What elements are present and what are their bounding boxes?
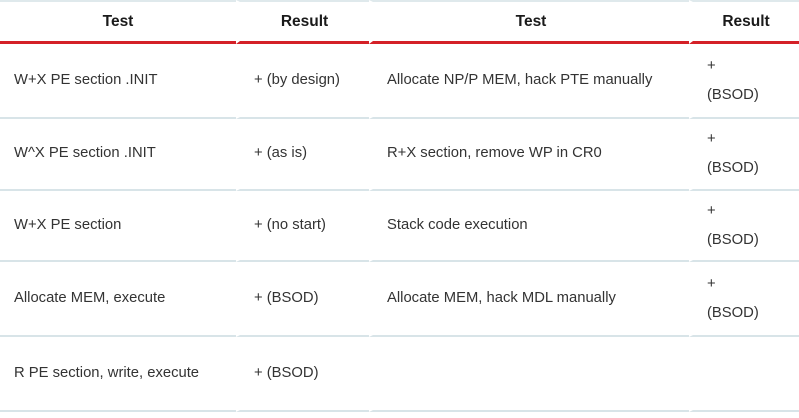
cell-test-right: Allocate NP/P MEM, hack PTE manually [369, 44, 689, 119]
cell-result-left: + (BSOD) [236, 337, 369, 413]
cell-result-right: + (BSOD) [689, 262, 799, 338]
cell-result-right: + (BSOD) [689, 44, 799, 119]
table-row: W^X PE section .INIT + (as is) R+X secti… [0, 119, 799, 191]
cell-test-right: R+X section, remove WP in CR0 [369, 119, 689, 191]
cell-result-left: + (as is) [236, 119, 369, 191]
header-test-left: Test [0, 0, 236, 44]
result-value: + (BSOD) [707, 57, 759, 103]
result-value: + (BSOD) [707, 202, 759, 248]
cell-result-left: + (no start) [236, 190, 369, 263]
cell-result-right: + (BSOD) [689, 190, 799, 263]
cell-result-right [689, 337, 799, 413]
header-result-left: Result [236, 0, 369, 44]
cell-test-right [369, 337, 689, 413]
cell-test-left: W+X PE section [0, 190, 236, 263]
header-result-right: Result [689, 0, 799, 44]
table-header: Test Result Test Result [0, 0, 799, 44]
header-test-right: Test [369, 0, 689, 44]
cell-test-left: Allocate MEM, execute [0, 262, 236, 338]
table-row: W+X PE section .INIT + (by design) Alloc… [0, 44, 799, 119]
cell-test-right: Stack code execution [369, 190, 689, 263]
header-row: Test Result Test Result [0, 0, 799, 44]
table-row: W+X PE section + (no start) Stack code e… [0, 190, 799, 263]
result-value: + (BSOD) [707, 276, 759, 321]
table-body: W+X PE section .INIT + (by design) Alloc… [0, 44, 799, 413]
cell-test-right: Allocate MEM, hack MDL manually [369, 262, 689, 338]
cell-test-left: W+X PE section .INIT [0, 44, 236, 119]
table-row: R PE section, write, execute + (BSOD) [0, 337, 799, 413]
cell-result-right: + (BSOD) [689, 119, 799, 191]
cell-test-left: R PE section, write, execute [0, 337, 236, 413]
cell-result-left: + (by design) [236, 44, 369, 119]
table-row: Allocate MEM, execute + (BSOD) Allocate … [0, 262, 799, 338]
cell-result-left: + (BSOD) [236, 262, 369, 338]
result-value: + (BSOD) [707, 131, 759, 176]
cell-test-left: W^X PE section .INIT [0, 119, 236, 191]
